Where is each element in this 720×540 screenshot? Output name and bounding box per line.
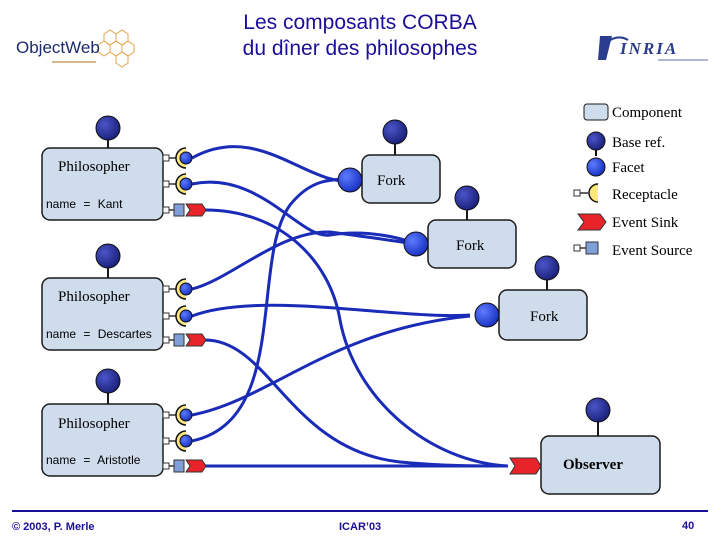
philosopher-descartes-component: Philosopher name = Descartes [41,243,207,351]
philosopher-kant-receptacle-left [162,147,193,169]
fork-2-base-ref [454,185,480,211]
philosopher-aristotle-receptacle-left [162,404,193,426]
footer-conference: ICAR’03 [339,521,382,533]
philosopher-kant-base-ref [95,115,121,141]
svg-text:name = Kant: name = Kant [46,197,123,211]
philosopher-kant-attr-value: Kant [98,197,123,211]
connection-descartes-observer [204,338,509,468]
philosopher-descartes-event-source [162,333,207,347]
legend-item-event-sink: Event Sink [577,213,679,231]
footer-divider [12,510,708,512]
philosopher-kant-receptacle-right [162,173,193,195]
legend-item-component: Component [583,103,683,121]
svg-text:name = Aristotle: name = Aristotle [46,453,141,467]
philosopher-descartes-attr-key: name [46,327,76,341]
fork-3-base-ref [534,255,560,281]
fork-2-component: Fork [403,185,517,269]
philosopher-descartes-base-ref [95,243,121,269]
svg-text:name = Descartes: name = Descartes [46,327,152,341]
legend-event-source-label: Event Source [612,243,693,259]
legend-receptacle-label: Receptacle [612,187,678,203]
philosopher-descartes-receptacle-left [162,278,193,300]
philosopher-descartes-name: Philosopher [58,289,130,305]
legend-event-sink-label: Event Sink [612,215,679,231]
legend-item-facet: Facet [586,157,645,177]
observer-name: Observer [563,457,623,473]
philosopher-descartes-attr-value: Descartes [98,327,152,341]
legend-receptacle-icon [588,183,599,203]
fork-2-name: Fork [456,238,485,254]
philosopher-aristotle-attr-key: name [46,453,76,467]
title-line-1: Les composants CORBA [243,11,477,34]
philosopher-aristotle-component: Philosopher name = Aristotle [41,368,207,477]
fork-3-facet [474,302,500,328]
connections [191,145,509,468]
philosopher-kant-attr-eq: = [83,197,90,211]
footer-copyright: © 2003, P. Merle [12,521,95,533]
philosopher-descartes-attr-eq: = [83,327,90,341]
observer-base-ref [585,397,611,423]
fork-1-name: Fork [377,173,406,189]
fork-1-component: Fork [337,119,441,204]
legend-base-ref-icon [586,131,606,151]
observer-component: Observer [509,397,661,495]
legend-item-receptacle: Receptacle [573,183,678,203]
connection-kant-fork1 [191,145,356,183]
observer-event-sink [509,457,542,475]
legend-facet-label: Facet [612,160,645,176]
fork-3-component: Fork [474,255,588,341]
objectweb-logo-text: ObjectWeb [16,38,100,57]
philosopher-kant-event-source [162,203,207,217]
connection-aristotle-fork1 [191,177,356,443]
slide-title: Les composants CORBA du dîner des philos… [0,10,720,62]
philosopher-aristotle-attr-value: Aristotle [97,453,141,467]
fork-3-name: Fork [530,309,559,325]
fork-1-base-ref [382,119,408,145]
legend: Component Base ref. Facet Receptacle Eve… [573,103,693,259]
philosopher-aristotle-name: Philosopher [58,416,130,432]
footer-page-number: 40 [682,520,695,532]
legend-item-event-source: Event Source [573,241,693,259]
philosopher-kant-name: Philosopher [58,159,130,175]
philosopher-descartes-receptacle-right [162,305,193,327]
connection-descartes-fork3 [191,303,471,318]
philosopher-kant-component: Philosopher name = Kant [41,115,207,221]
connection-aristotle-fork3 [191,314,471,417]
legend-component-swatch [583,103,609,121]
connection-descartes-fork2 [191,230,416,291]
legend-event-sink-icon [577,213,607,231]
connection-kant-fork2 [191,180,416,245]
inria-logo: INRIA [598,36,708,61]
title-line-2: du dîner des philosophes [242,37,478,60]
philosopher-aristotle-attr-eq: = [83,453,90,467]
legend-base-ref-label: Base ref. [612,135,665,151]
legend-item-base-ref: Base ref. [586,131,665,156]
philosopher-kant-attr-key: name [46,197,76,211]
philosopher-aristotle-event-source [162,459,207,473]
philosopher-aristotle-receptacle-right [162,430,193,452]
legend-component-label: Component [612,105,683,121]
objectweb-logo: ObjectWeb [16,29,135,68]
inria-logo-text: INRIA [619,39,678,58]
philosopher-aristotle-base-ref [95,368,121,394]
fork-1-facet [337,167,363,193]
fork-2-facet [403,231,429,257]
connection-kant-observer [204,208,509,468]
observer-box [540,435,661,495]
legend-facet-icon [586,157,606,177]
legend-event-source-icon [585,241,599,255]
